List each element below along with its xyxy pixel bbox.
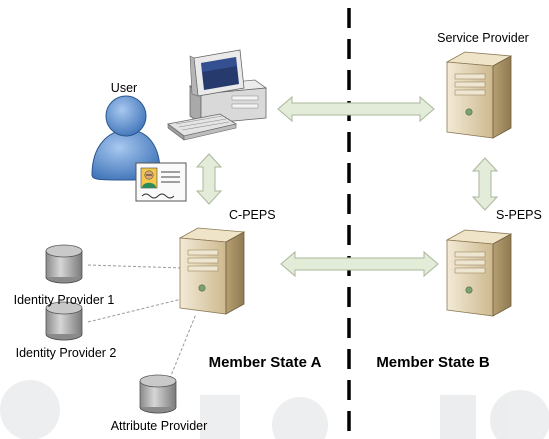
member-state-b-label: Member State B (376, 354, 490, 371)
provider-connector-lines (87, 264, 197, 389)
arrow-computer-cpeps (195, 153, 223, 205)
arrow-service-provider-speps (471, 157, 499, 211)
service-provider-label: Service Provider (437, 31, 529, 45)
user-label: User (111, 81, 137, 95)
identity-provider-2-label: Identity Provider 2 (16, 346, 117, 360)
arrow-computer-service-provider (277, 95, 435, 123)
s-peps-label: S-PEPS (496, 208, 542, 222)
service-provider-server-icon (446, 51, 512, 139)
identity-provider-2-database-icon (45, 301, 83, 341)
attribute-provider-label: Attribute Provider (111, 419, 208, 433)
s-peps-server-icon (446, 229, 512, 317)
identity-provider-1-label: Identity Provider 1 (14, 293, 115, 307)
c-peps-label: C-PEPS (229, 208, 276, 222)
identity-provider-1-database-icon (45, 244, 83, 284)
id-card-icon (135, 162, 187, 202)
c-peps-server-icon (179, 227, 245, 315)
desktop-computer-icon (167, 49, 268, 141)
member-state-a-label: Member State A (209, 354, 322, 371)
arrow-cpeps-speps (280, 250, 439, 278)
background-watermark (0, 380, 549, 439)
attribute-provider-database-icon (139, 374, 177, 414)
